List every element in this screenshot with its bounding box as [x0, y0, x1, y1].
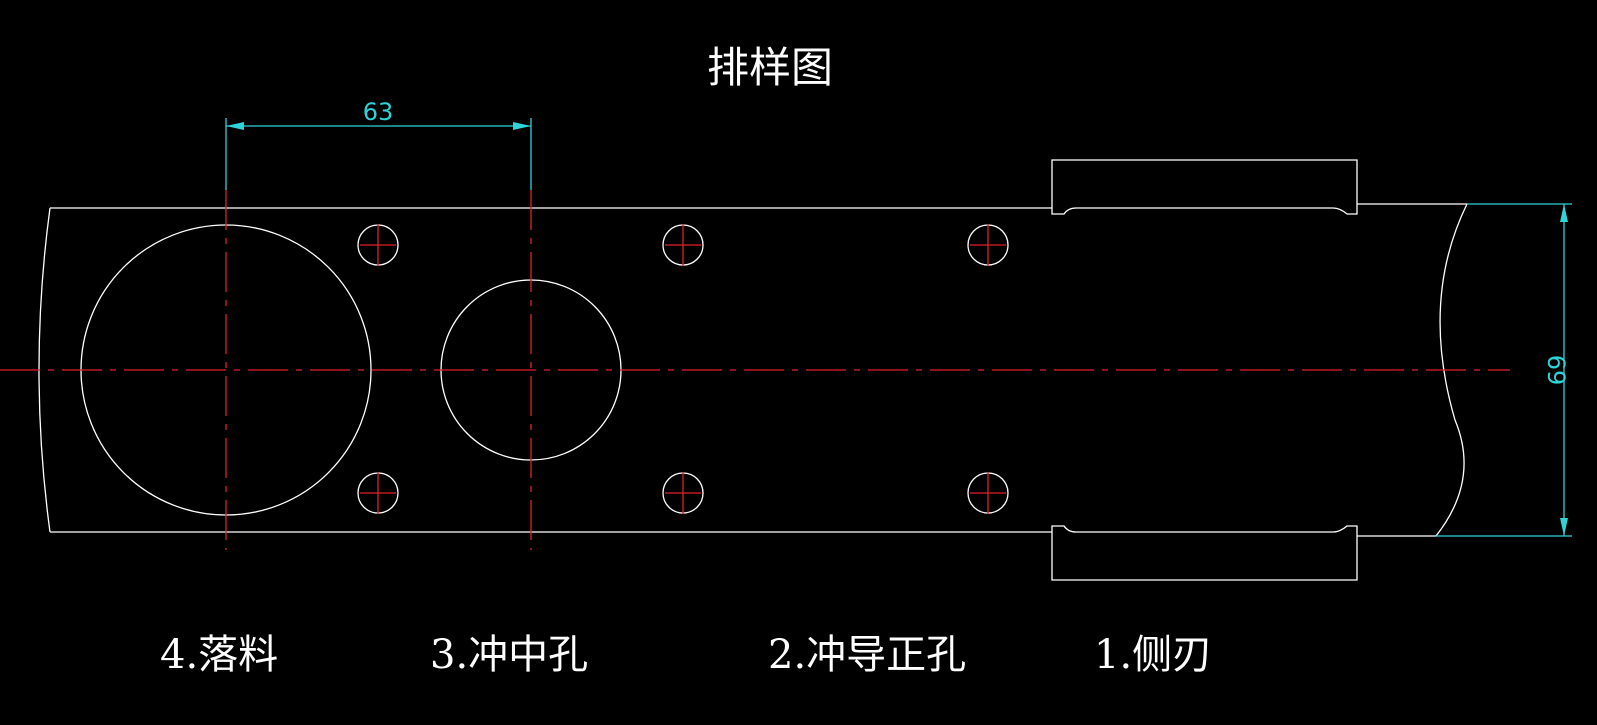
step-label-pilot-holes: 2.冲导正孔: [768, 632, 966, 678]
arrow-up-icon: [1560, 204, 1568, 222]
strip-break-line: [1435, 203, 1468, 537]
arrow-down-icon: [1560, 518, 1568, 536]
center-lines: [0, 190, 1510, 550]
step-label-side-cutter: 1.侧刃: [1094, 632, 1212, 678]
pitch-dimension: 63: [225, 98, 532, 190]
step-label-center-hole: 3.冲中孔: [430, 632, 588, 678]
arrow-left-icon: [226, 122, 244, 130]
arrow-right-icon: [513, 122, 531, 130]
step-labels: 4.落料 3.冲中孔 2.冲导正孔 1.侧刃: [160, 632, 1212, 678]
side-cutter-bottom: [1051, 525, 1358, 581]
side-cutter-top: [1051, 159, 1358, 215]
drawing-title: 排样图: [707, 43, 833, 92]
width-dimension: 69: [1436, 203, 1572, 537]
pilot-holes: [357, 224, 1009, 514]
pitch-dimension-value: 63: [363, 98, 394, 126]
width-dimension-value: 69: [1542, 355, 1570, 386]
step-label-blanking: 4.落料: [160, 632, 278, 678]
